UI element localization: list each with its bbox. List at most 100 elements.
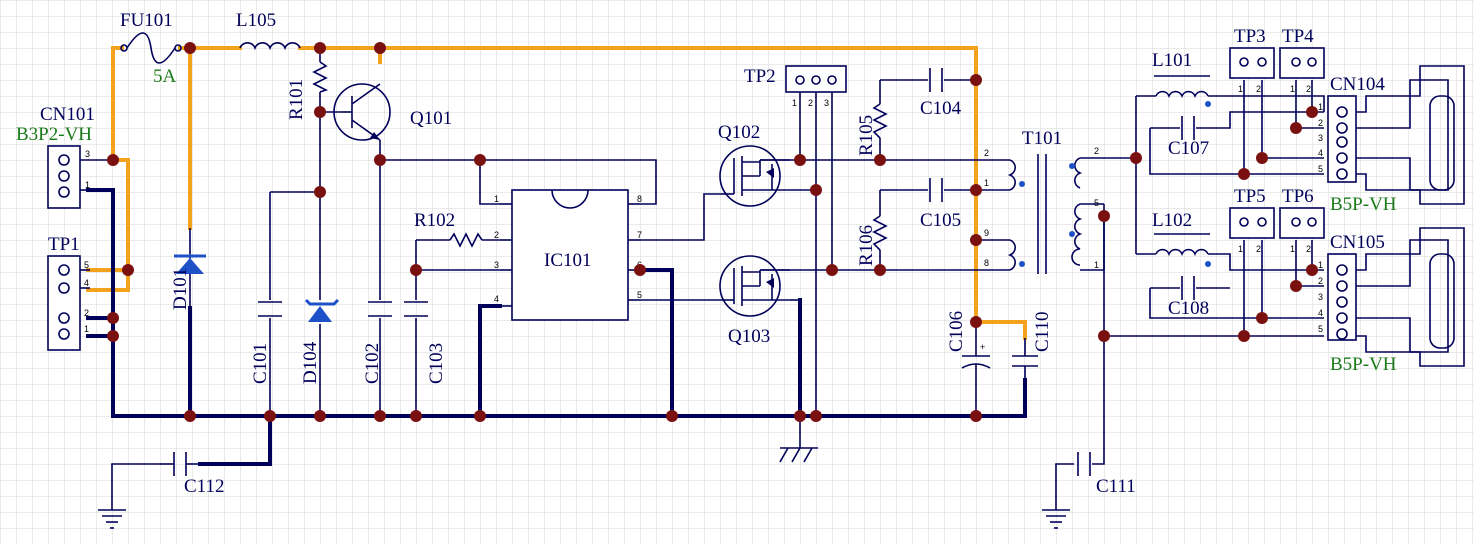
c106-plus: +	[980, 342, 985, 352]
mosfet-q103: Q103	[719, 255, 790, 347]
c105-label: C105	[920, 210, 961, 231]
cn104-pin-2: 2	[1318, 118, 1323, 128]
junction-node	[1098, 210, 1110, 222]
c104-label: C104	[920, 98, 962, 119]
t101-pin-1: 1	[984, 178, 989, 188]
junction-node	[970, 74, 982, 86]
junction-node	[810, 410, 822, 422]
connector-cn101: 3 1 CN101 B3P2-VH	[16, 104, 113, 209]
t101-sec-pin-1: 1	[1094, 260, 1099, 270]
t101-pin-2: 2	[984, 148, 989, 158]
c112-label: C112	[184, 476, 224, 497]
ground-symbol-right	[1042, 509, 1070, 529]
tp5-pin-1: 1	[1238, 244, 1243, 254]
lamp-tube-lower	[1429, 253, 1455, 349]
tp2-pin-1: 1	[792, 98, 797, 108]
junction-node	[264, 410, 276, 422]
junction-node	[1306, 106, 1318, 118]
junction-node	[826, 264, 838, 276]
testpoint-tp3: 1 2 TP3	[1229, 26, 1275, 94]
capacitor-c111: C111	[1077, 452, 1136, 497]
cn101-label: CN101	[40, 104, 95, 125]
capacitor-c108: C108	[1168, 276, 1209, 319]
capacitor-c107: C107	[1168, 116, 1209, 159]
tp2-label: TP2	[744, 66, 776, 87]
c107-label: C107	[1168, 138, 1209, 159]
connector-cn104: 1 2 3 4 5 CN104 B5P-VH	[1318, 74, 1397, 215]
junction-node	[1306, 264, 1318, 276]
cn105-pin-5: 5	[1318, 324, 1323, 334]
cn105-label: CN105	[1330, 232, 1385, 253]
tp1-pin-2: 2	[84, 308, 89, 318]
junction-node	[810, 184, 822, 196]
d101-label: D101	[170, 268, 191, 310]
cn105-pin-1: 1	[1318, 260, 1323, 270]
junction-node	[314, 106, 326, 118]
r106-label: R106	[856, 225, 877, 266]
tp6-pin-1: 1	[1290, 244, 1295, 254]
testpoint-tp4: 1 2 TP4	[1279, 26, 1325, 94]
r105-label: R105	[856, 115, 877, 156]
junction-node	[107, 330, 119, 342]
inductor-l105: L105	[236, 10, 301, 51]
capacitor-c106: + C106	[946, 311, 991, 416]
ground-symbol-left	[98, 509, 126, 529]
junction-node	[374, 42, 386, 54]
q102-label: Q102	[718, 122, 760, 143]
tp1-pin-4: 4	[84, 278, 89, 288]
junction-node	[970, 410, 982, 422]
testpoint-tp5: 1 2 TP5	[1229, 186, 1275, 254]
tp4-pin-2: 2	[1306, 84, 1311, 94]
l102-label: L102	[1152, 210, 1192, 231]
r102-label: R102	[414, 210, 455, 231]
c110-label: C110	[1032, 312, 1053, 352]
junction-node	[1256, 152, 1268, 164]
capacitor-c110: C110	[1012, 312, 1053, 380]
q103-label: Q103	[728, 326, 770, 347]
capacitor-c103: C103	[404, 301, 447, 384]
inductor-l101: L101	[1152, 50, 1211, 107]
c108-label: C108	[1168, 298, 1209, 319]
junction-node	[1290, 122, 1302, 134]
junction-node	[474, 410, 486, 422]
cn101-pin-3: 3	[85, 149, 90, 159]
junction-node	[874, 264, 886, 276]
tp6-pin-2: 2	[1306, 244, 1311, 254]
tp2-pin-2: 2	[808, 98, 813, 108]
t101-label: T101	[1022, 128, 1062, 149]
junction-node	[970, 316, 982, 328]
r101-label: R101	[286, 79, 307, 120]
connector-cn105: 1 2 3 4 5 CN105 B5P-VH	[1318, 232, 1397, 375]
c106-label: C106	[946, 311, 967, 352]
ic101-pin-5: 5	[637, 290, 642, 300]
diode-d101: D101	[170, 228, 206, 310]
junction-node	[634, 264, 646, 276]
ic101-pin-8: 8	[637, 194, 642, 204]
ic-ic101: 1 2 3 4 8 7 6 5 IC101	[494, 189, 642, 321]
ic101-pin-4: 4	[494, 294, 499, 304]
t101-pin-9: 9	[984, 228, 989, 238]
junction-node	[122, 264, 134, 276]
resistor-r102: R102	[414, 210, 483, 248]
capacitor-c101: C101	[250, 301, 282, 384]
testpoint-tp2: 1 2 3 TP2	[744, 65, 847, 108]
junction-node	[1130, 152, 1142, 164]
zener-d104: D104	[300, 298, 340, 384]
resistor-r105: R105	[856, 103, 888, 156]
l105-label: L105	[236, 10, 276, 31]
cn104-pin-5: 5	[1318, 164, 1323, 174]
tp3-pin-2: 2	[1256, 84, 1261, 94]
capacitor-c112: C112	[160, 452, 224, 497]
junction-node	[107, 312, 119, 324]
resistor-r106: R106	[856, 215, 888, 266]
mosfet-q102: Q102	[718, 122, 790, 207]
junction-node	[410, 410, 422, 422]
l101-label: L101	[1152, 50, 1192, 71]
junction-node	[314, 410, 326, 422]
cn104-type: B5P-VH	[1330, 194, 1397, 215]
fuse-fu101: FU101 5A	[120, 10, 182, 87]
junction-node	[314, 186, 326, 198]
